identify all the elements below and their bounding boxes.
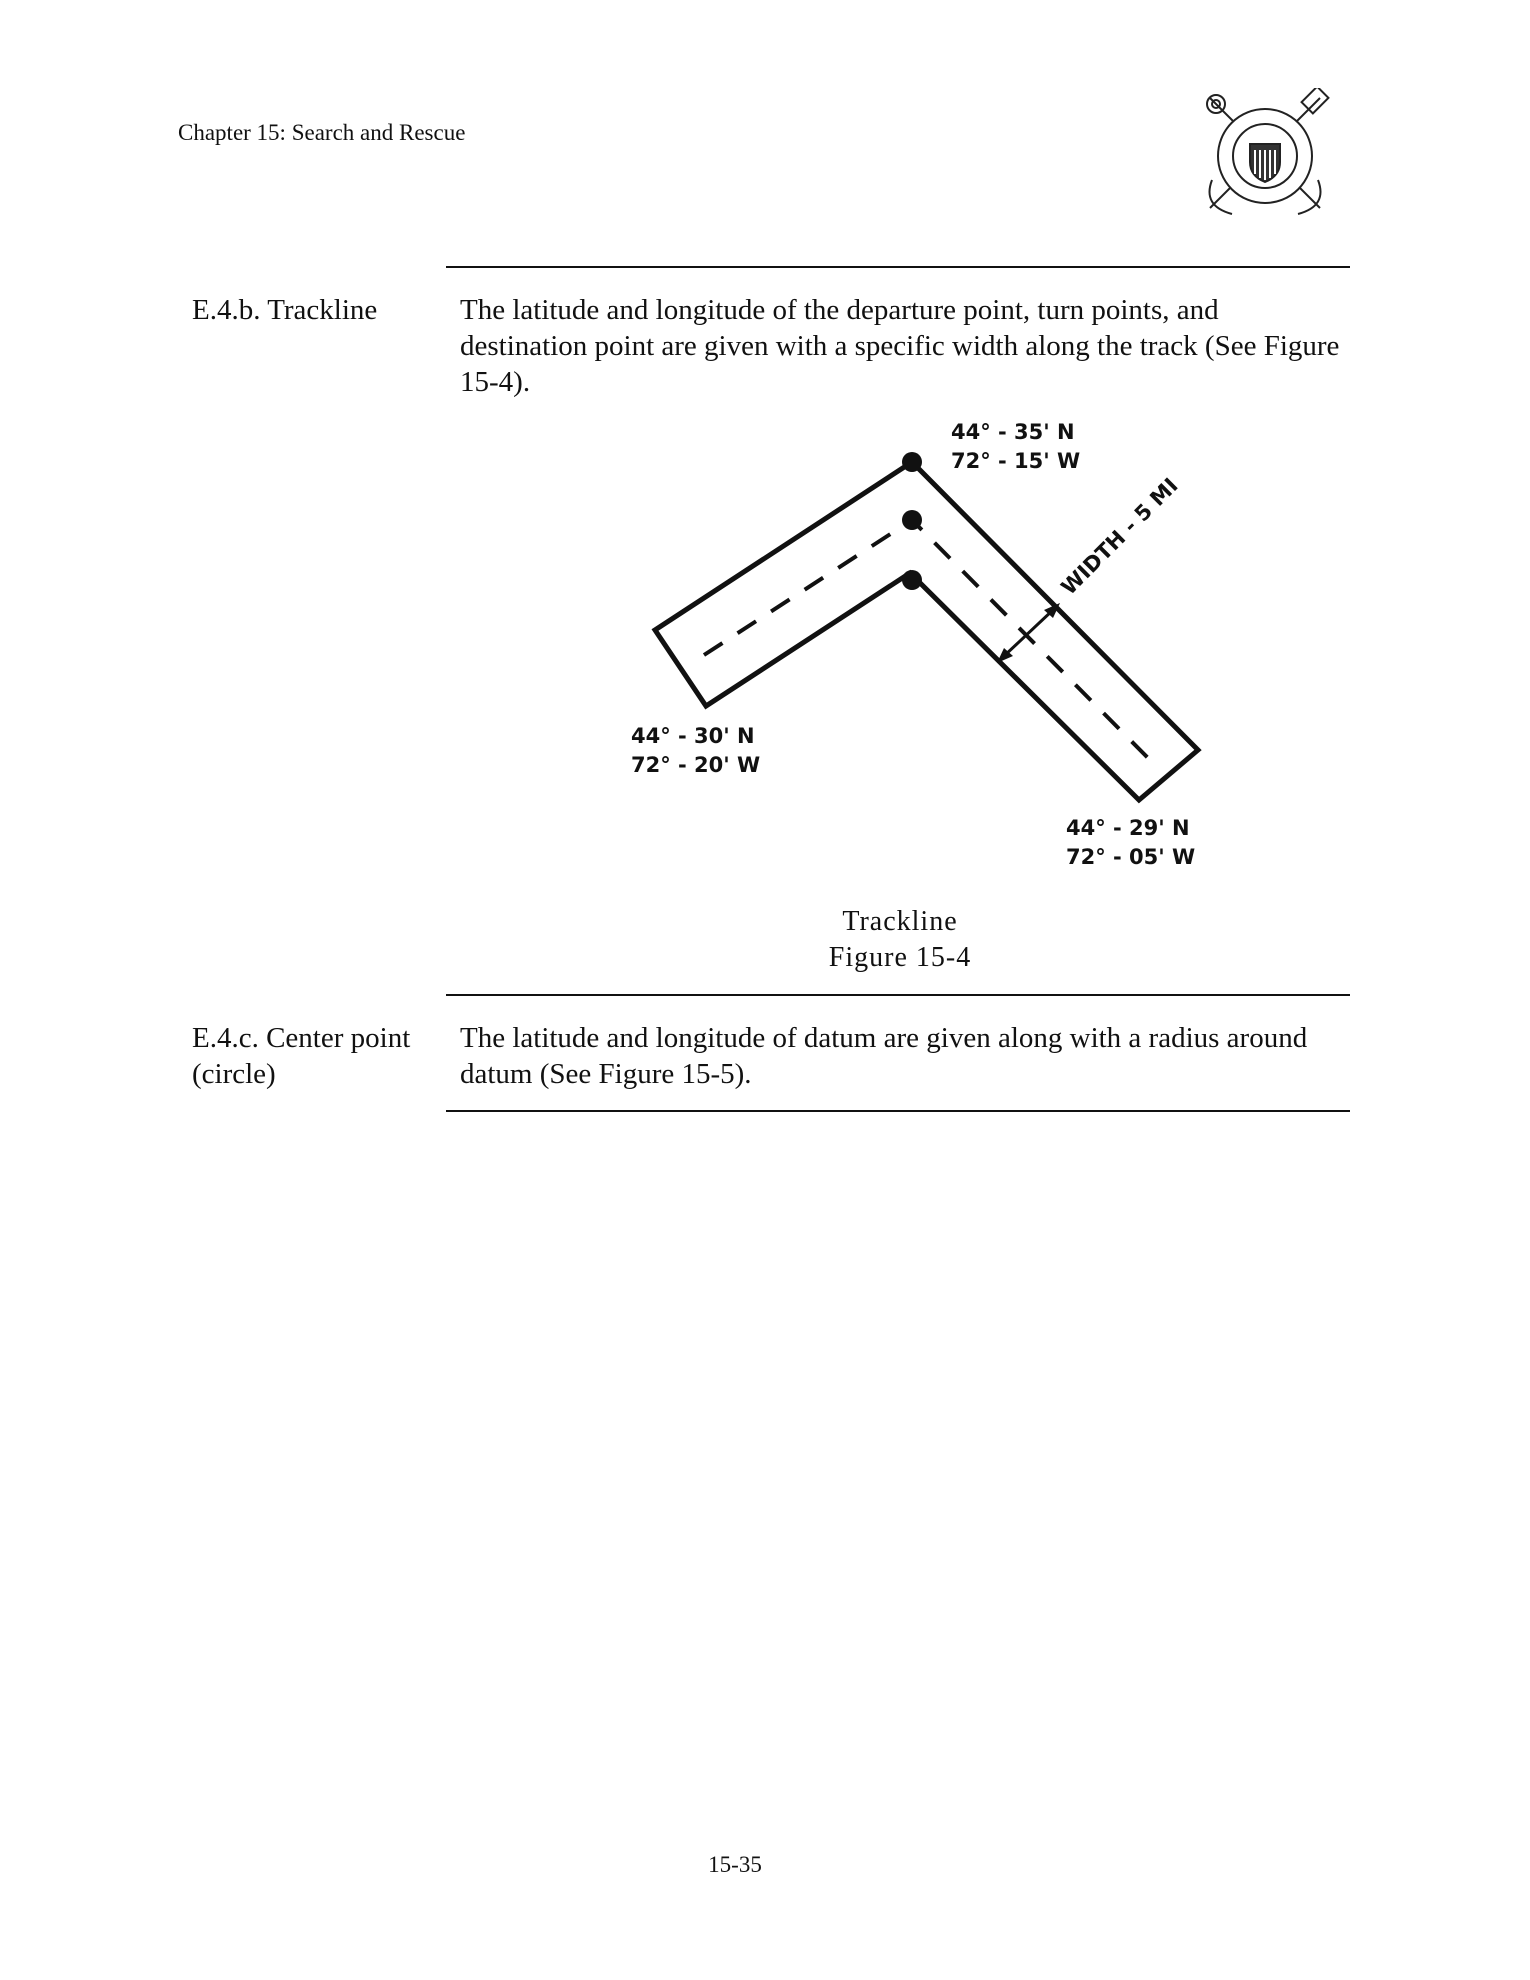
inner-corner-marker [902, 570, 922, 590]
section-b-text: The latitude and longitude of the depart… [460, 294, 1340, 398]
destination-lon: 72° - 05' W [1066, 845, 1195, 869]
section-c-label-line1: E.4.c. Center point [192, 1022, 411, 1054]
section-c-text: The latitude and longitude of datum are … [460, 1022, 1308, 1090]
width-label: WIDTH - 5 MI [1057, 473, 1183, 599]
section-divider [446, 1110, 1350, 1112]
turn-point-lat: 44° - 35' N [951, 420, 1075, 444]
destination-lat: 44° - 29' N [1066, 816, 1190, 840]
track-turn-marker [902, 510, 922, 530]
chapter-header: Chapter 15: Search and Rescue [178, 120, 466, 145]
figure-caption-number: Figure 15-4 [828, 942, 972, 973]
section-divider [446, 994, 1350, 996]
turn-point-lon: 72° - 15' W [951, 449, 1080, 473]
track-boundary [651, 458, 1202, 804]
figure-caption-title: Trackline [842, 906, 958, 937]
coast-guard-seal-logo [1206, 88, 1330, 215]
page-number: 15-35 [708, 1852, 762, 1877]
trackline-diagram: 44° - 35' N 72° - 15' W 44° - 30' N 72° … [631, 420, 1202, 869]
departure-lat: 44° - 30' N [631, 724, 755, 748]
turn-point-marker [902, 452, 922, 472]
section-b-label: E.4.b. Trackline [192, 294, 378, 326]
width-arrow [1001, 607, 1056, 659]
departure-lon: 72° - 20' W [631, 753, 760, 777]
section-divider [446, 266, 1350, 268]
section-c-label-line2: (circle) [192, 1058, 276, 1090]
